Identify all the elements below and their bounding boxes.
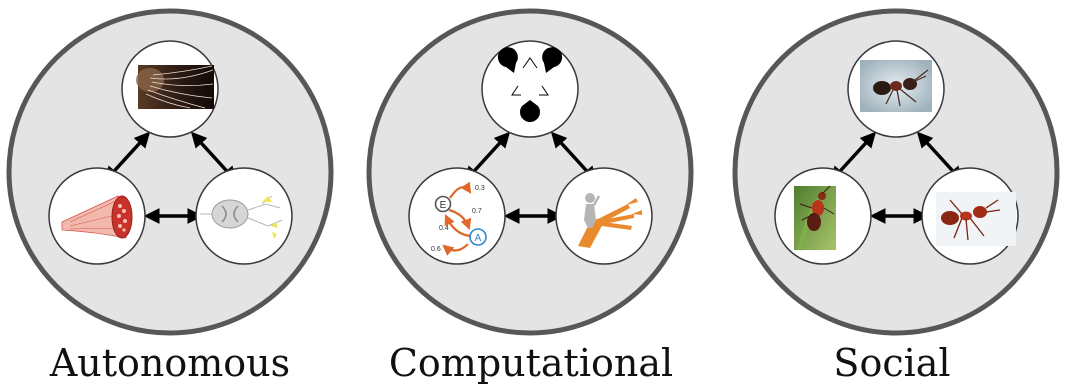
state-graph-icon: E A 0.3 0.7 0.4 0.6	[431, 181, 487, 256]
kanizsa-triangle-icon	[497, 47, 563, 123]
node-bottom-right	[921, 167, 1019, 265]
ant-on-plant-photo-icon	[794, 185, 836, 251]
panel-label-computational: Computational	[388, 341, 674, 385]
node-top	[847, 40, 945, 138]
panel-social	[732, 8, 1060, 336]
panel-label-social: Social	[833, 341, 951, 385]
state-a-label: A	[475, 233, 482, 244]
panel-label-autonomous: Autonomous	[49, 341, 291, 385]
fire-ant-photo-icon	[936, 192, 1016, 246]
edge-weight-label: 0.7	[472, 208, 482, 215]
decision-paths-icon	[578, 193, 642, 248]
node-bottom-left	[48, 167, 146, 265]
panel-computational: E A 0.3 0.7 0.4 0.6	[366, 8, 694, 336]
muscle-fiber-icon	[61, 195, 133, 239]
ant-photo-icon	[860, 60, 932, 112]
node-top	[121, 40, 219, 138]
node-bottom-right	[555, 167, 653, 265]
edge-weight-label: 0.3	[475, 185, 485, 192]
node-bottom-left: E A 0.3 0.7 0.4 0.6	[408, 167, 506, 265]
node-bottom-right	[195, 167, 293, 265]
node-top	[481, 40, 579, 138]
panel-autonomous	[6, 8, 334, 336]
state-e-label: E	[440, 200, 447, 211]
edge-weight-label: 0.4	[439, 225, 449, 232]
whiskers-photo-icon	[136, 65, 214, 109]
edge-weight-label: 0.6	[431, 246, 441, 253]
node-bottom-left	[774, 167, 872, 265]
spinal-cord-icon	[200, 195, 283, 239]
